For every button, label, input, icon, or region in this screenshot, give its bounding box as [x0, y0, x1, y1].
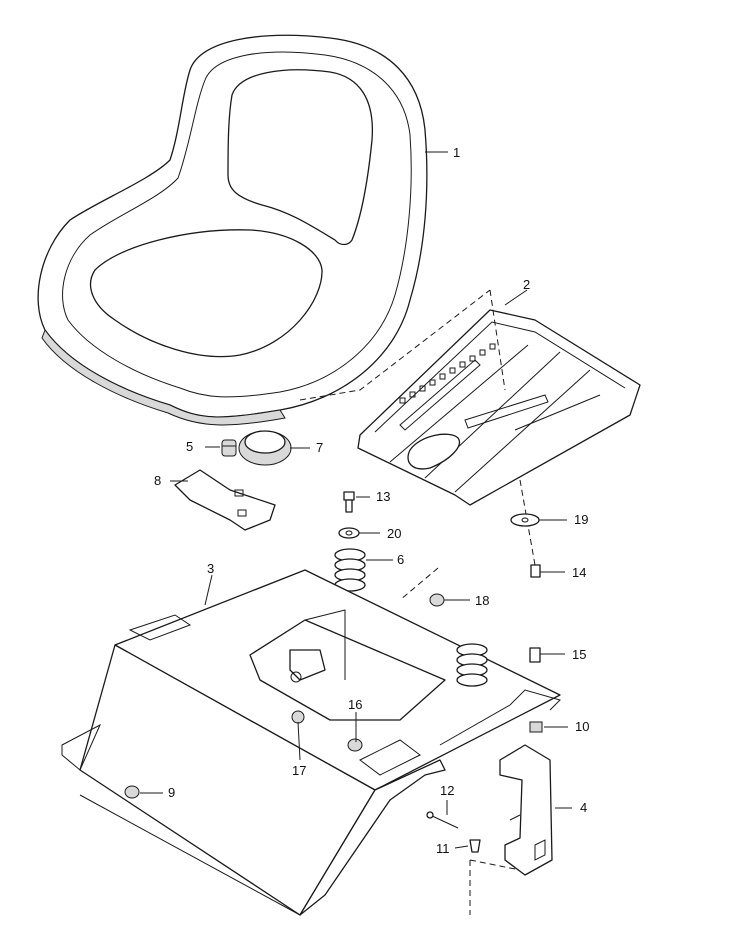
callout-labels: 1 2 3 4 5 6 7 8 9 10 11 12 13 14 15 16 1… — [154, 145, 589, 856]
callout-4: 4 — [580, 800, 587, 815]
spring-bracket — [289, 649, 326, 683]
callout-1: 1 — [453, 145, 460, 160]
clip-part-10 — [529, 721, 543, 733]
callout-9: 9 — [168, 785, 175, 800]
callout-12: 12 — [440, 783, 454, 798]
callout-15: 15 — [572, 647, 586, 662]
plug-part-9 — [124, 785, 140, 799]
callout-11: 11 — [436, 841, 450, 856]
spring-lower — [456, 643, 488, 687]
callout-10: 10 — [575, 719, 589, 734]
seat-part — [37, 34, 428, 426]
adjustment-slots — [399, 343, 496, 404]
nut-part-5 — [221, 439, 237, 457]
callout-5: 5 — [186, 439, 193, 454]
bolt-part-14 — [530, 564, 541, 578]
callout-2: 2 — [523, 277, 530, 292]
callout-leaders — [140, 151, 572, 849]
nut-part-16 — [347, 738, 363, 752]
washer-part-19 — [510, 513, 540, 527]
callout-14: 14 — [572, 565, 586, 580]
washer-part-20 — [338, 527, 360, 539]
bracket-part-4 — [499, 744, 553, 876]
callout-20: 20 — [387, 526, 401, 541]
callout-17: 17 — [292, 763, 306, 778]
nut-part-18 — [429, 593, 445, 607]
seat-switch-part — [238, 430, 292, 466]
callout-13: 13 — [376, 489, 390, 504]
spring-part-6 — [334, 548, 366, 592]
pin-part-12 — [426, 811, 459, 829]
callout-7: 7 — [316, 440, 323, 455]
callout-3: 3 — [207, 561, 214, 576]
callout-19: 19 — [574, 512, 588, 527]
switch-bracket-part — [174, 469, 276, 531]
base-frame-part — [61, 569, 561, 916]
seat-plate-part — [357, 309, 641, 506]
bolt-part-13 — [343, 491, 355, 513]
callout-16: 16 — [348, 697, 362, 712]
clip-part-11 — [469, 839, 481, 853]
assembly-lines — [299, 289, 536, 915]
callout-6: 6 — [397, 552, 404, 567]
washer-part-17 — [291, 710, 305, 724]
bolt-part-15 — [529, 647, 541, 663]
callout-18: 18 — [475, 593, 489, 608]
callout-8: 8 — [154, 473, 161, 488]
